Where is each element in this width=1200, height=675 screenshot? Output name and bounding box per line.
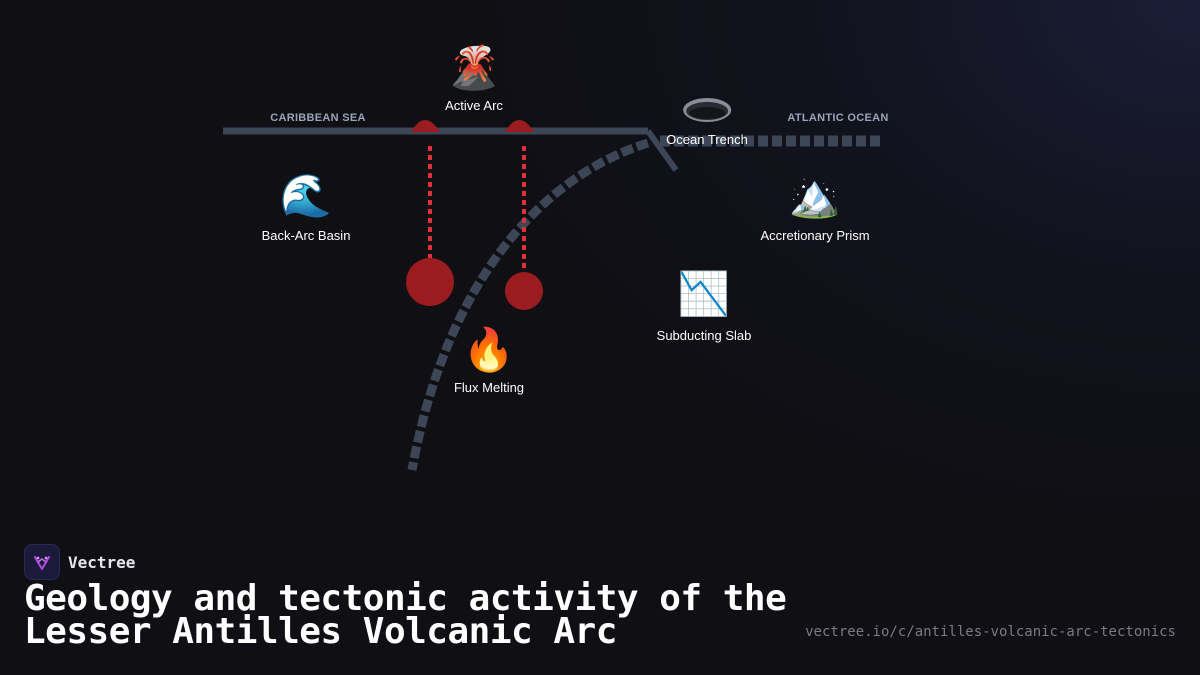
subducting-slab-path <box>407 138 650 471</box>
subducting-slab-label: Subducting Slab <box>656 328 752 343</box>
title-line-1: Geology and tectonic activity of the <box>24 578 787 619</box>
active-arc-label: Active Arc <box>445 98 503 113</box>
magma-chamber-left <box>406 258 454 306</box>
chart-decreasing-icon: 📉 <box>677 270 731 317</box>
node-ocean-trench[interactable]: Ocean Trench <box>666 96 748 147</box>
flux-melting-label: Flux Melting <box>453 380 525 395</box>
wave-icon: 🌊 <box>279 172 333 219</box>
back-arc-basin-label: Back-Arc Basin <box>261 228 351 243</box>
node-flux-melting[interactable]: 🔥 Flux Melting <box>454 326 524 395</box>
brand[interactable]: Vectree <box>24 544 135 580</box>
node-subducting-slab[interactable]: 📉 Subducting Slab <box>657 270 752 343</box>
trench-hole-icon <box>683 98 731 122</box>
volcano-icon: 🌋 <box>447 44 501 91</box>
fire-icon: 🔥 <box>462 326 516 373</box>
region-atlantic-ocean: ATLANTIC OCEAN <box>787 112 889 124</box>
trench-edge <box>645 129 679 172</box>
node-active-arc[interactable]: 🌋 Active Arc <box>445 44 503 113</box>
page-title: Geology and tectonic activity of the Les… <box>24 578 787 652</box>
vectree-logo-icon <box>24 544 60 580</box>
mountain-icon: 🏔️ <box>788 172 842 219</box>
volcano-bump-left <box>411 120 440 132</box>
ocean-trench-label: Ocean Trench <box>666 132 748 147</box>
accretionary-prism-label: Accretionary Prism <box>760 228 870 243</box>
node-accretionary-prism[interactable]: 🏔️ Accretionary Prism <box>760 172 869 243</box>
volcano-bump-right <box>505 120 534 132</box>
magma-chamber-right <box>505 272 543 310</box>
source-url[interactable]: vectree.io/c/antilles-volcanic-arc-tecto… <box>805 624 1176 640</box>
node-back-arc-basin[interactable]: 🌊 Back-Arc Basin <box>262 172 351 243</box>
brand-name: Vectree <box>68 552 136 572</box>
region-caribbean-sea: CARIBBEAN SEA <box>270 112 366 124</box>
title-line-2: Lesser Antilles Volcanic Arc <box>24 611 617 652</box>
